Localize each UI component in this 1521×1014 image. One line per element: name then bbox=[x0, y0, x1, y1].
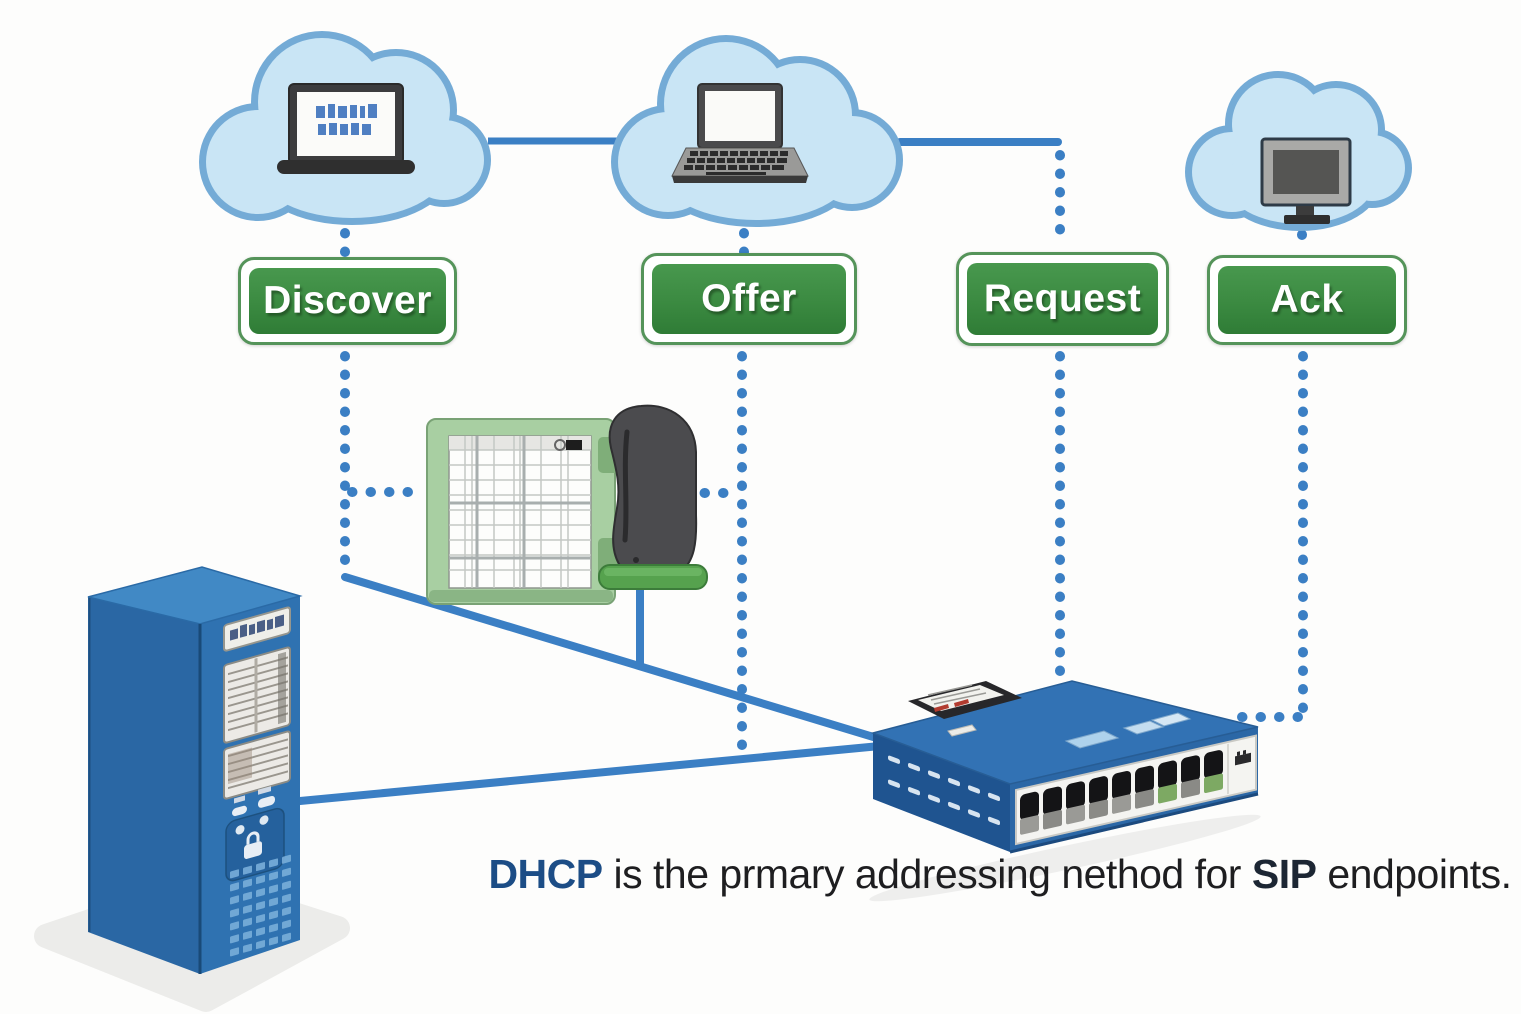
laptop-screen-text-icon bbox=[277, 83, 415, 174]
ethernet-ports bbox=[1020, 750, 1223, 835]
handset-cradle bbox=[598, 564, 708, 590]
cloud-client-1 bbox=[199, 31, 491, 225]
desktop-monitor-icon bbox=[1260, 137, 1352, 224]
garbled-screen-text bbox=[316, 104, 377, 135]
caption-end: endpoints. bbox=[1316, 851, 1512, 897]
network-switch-icon bbox=[869, 680, 1261, 902]
server-left-face bbox=[88, 597, 200, 974]
server-front-details bbox=[223, 606, 291, 957]
cloud-client-2 bbox=[611, 35, 903, 227]
phone-handset-icon bbox=[608, 404, 698, 582]
switch-top-label-garbled bbox=[908, 681, 1022, 737]
discover-label: Discover bbox=[238, 257, 457, 345]
caption-middle: is the prmary addressing nethod for bbox=[602, 851, 1252, 897]
discover-label-text: Discover bbox=[249, 268, 446, 334]
switch-side-vents bbox=[888, 755, 1000, 826]
link-server-switch bbox=[296, 742, 884, 805]
request-label: Request bbox=[956, 252, 1169, 346]
caption: DHCP is the prmary addressing nethod for… bbox=[470, 851, 1521, 898]
server-grille-lower bbox=[223, 730, 291, 800]
caption-term-sip: SIP bbox=[1251, 851, 1317, 897]
offer-label: Offer bbox=[641, 253, 857, 345]
grid-lines-thick bbox=[449, 436, 591, 588]
switch-port-panel bbox=[1015, 734, 1257, 846]
cloud-client-3 bbox=[1185, 71, 1412, 231]
server-top-face bbox=[87, 566, 303, 625]
ack-label: Ack bbox=[1207, 255, 1407, 345]
switch-top-stickers bbox=[1064, 712, 1192, 749]
caption-term-dhcp: DHCP bbox=[488, 851, 603, 897]
sip-phone-grid-icon bbox=[426, 404, 708, 605]
offer-label-text: Offer bbox=[652, 264, 846, 334]
laptop-open-icon bbox=[671, 83, 809, 183]
panel-end-glyph bbox=[1235, 752, 1251, 766]
keyboard-keys bbox=[684, 151, 788, 175]
server-tower-icon bbox=[34, 566, 350, 1012]
ack-label-text: Ack bbox=[1218, 266, 1396, 334]
screen-corner-glyph bbox=[554, 439, 582, 451]
request-label-text: Request bbox=[967, 263, 1158, 335]
server-vent-grid bbox=[230, 854, 291, 957]
switch-left-face bbox=[873, 733, 1010, 852]
lock-icon bbox=[244, 841, 262, 859]
